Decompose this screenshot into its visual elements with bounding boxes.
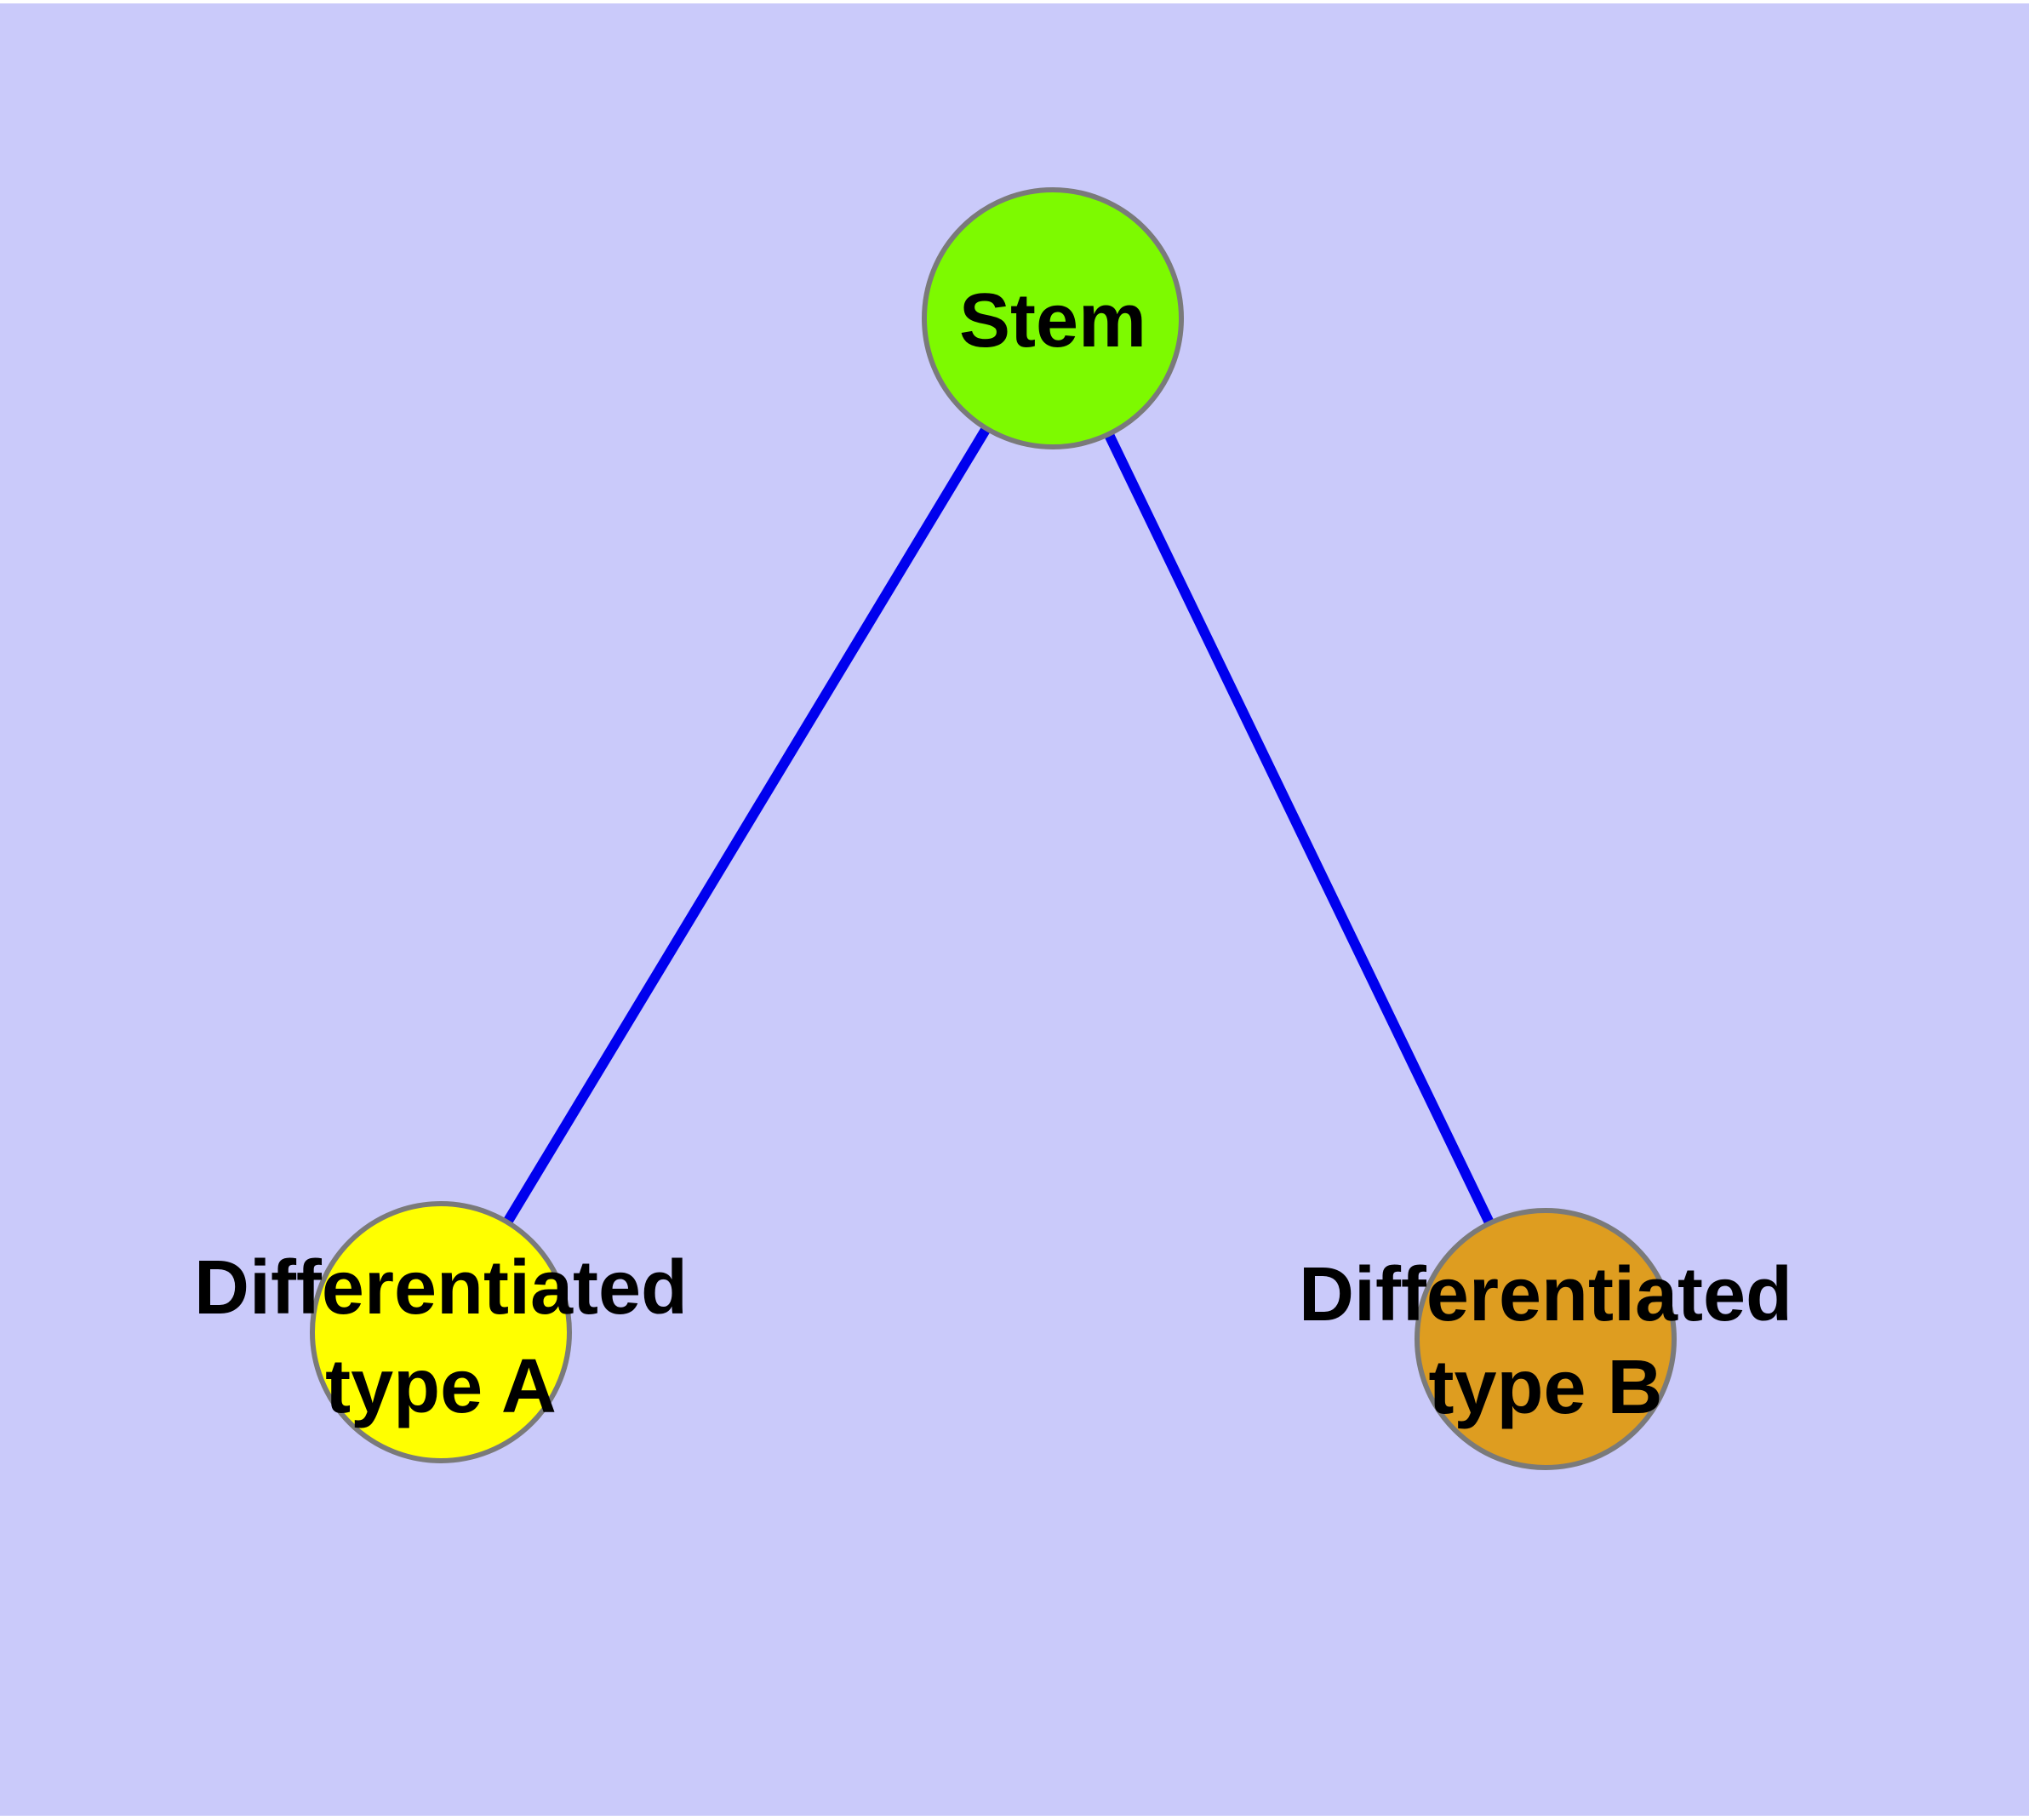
node-type-b-label-line1: Differentiated bbox=[1299, 1252, 1792, 1337]
node-stem-circle bbox=[922, 187, 1184, 449]
edge-stem-to-type-a bbox=[436, 315, 1058, 1336]
node-type-a-circle bbox=[310, 1201, 572, 1463]
edge-stem-to-type-b bbox=[1048, 316, 1551, 1342]
node-type-a-label-line2: type A bbox=[325, 1344, 557, 1429]
node-type-a-label-line1: Differentiated bbox=[194, 1245, 688, 1331]
node-stem-label: Stem bbox=[959, 278, 1146, 363]
node-type-b-label-line2: type B bbox=[1428, 1345, 1662, 1430]
node-type-b-circle bbox=[1415, 1208, 1677, 1470]
